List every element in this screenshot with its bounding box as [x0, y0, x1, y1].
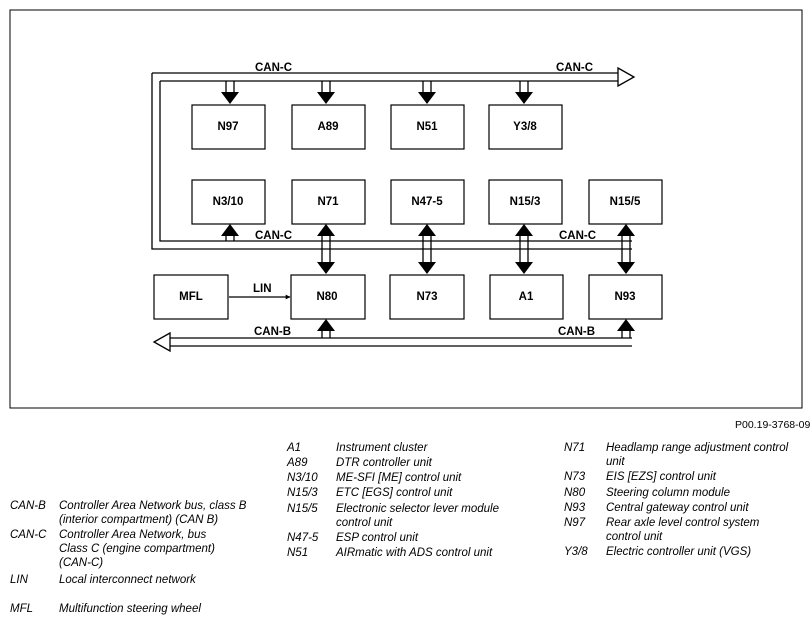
node-mfl: MFL [153, 274, 229, 320]
legend-desc: Electric controller unit (VGS) [606, 546, 752, 558]
legend-desc: ETC [EGS] control unit [336, 487, 453, 499]
node-a89: A89 [291, 104, 366, 150]
can-c-label-mid-right: CAN-C [559, 230, 596, 242]
can-b-label-right: CAN-B [558, 326, 595, 338]
svg-text:N15/3: N15/3 [510, 196, 541, 208]
legend-code: N15/3 [287, 487, 318, 499]
lin-label: LIN [253, 283, 272, 295]
can-c-top-bus [151, 66, 636, 250]
legend-entry-n73: N73 EIS [EZS] control unit [564, 470, 808, 484]
legend-desc: Rear axle level control system control u… [606, 517, 760, 543]
legend-code: CAN-B [10, 500, 46, 512]
legend-desc: Instrument cluster [336, 442, 428, 454]
node-a1: A1 [489, 274, 564, 320]
legend-desc: EIS [EZS] control unit [606, 471, 716, 483]
node-n3-10: N3/10 [191, 179, 266, 225]
can-b-label-left: CAN-B [254, 326, 291, 338]
legend-code: N71 [564, 442, 586, 454]
legend-desc: Steering column module [606, 487, 731, 499]
node-n80: N80 [290, 274, 366, 320]
legend-desc: Headlamp range adjustment control unit [606, 442, 789, 468]
legend-desc: Electronic selector lever module control… [336, 503, 499, 529]
figure-code: P00.19-3768-09 [735, 419, 811, 431]
legend-code: N97 [564, 517, 586, 529]
legend-code: N80 [564, 487, 586, 499]
legend-entry-a1: A1 Instrument cluster [287, 441, 557, 455]
legend-code: N47-5 [287, 532, 319, 544]
legend-code: N51 [287, 547, 309, 559]
legend-entry-n15-3: N15/3 ETC [EGS] control unit [287, 486, 557, 500]
legend-desc: ESP control unit [336, 532, 419, 544]
legend-entry-n80: N80 Steering column module [564, 486, 808, 500]
can-c-arrowhead [617, 66, 636, 88]
legend-entry-n51: N51 AIRmatic with ADS control unit [287, 546, 557, 560]
diagram-frame [9, 9, 803, 409]
can-c-label-top-right: CAN-C [556, 62, 593, 74]
node-n73: N73 [389, 274, 465, 320]
legend-entry-n93: N93 Central gateway control unit [564, 501, 808, 515]
node-y3-8: Y3/8 [488, 104, 563, 150]
can-c-label-mid-left: CAN-C [255, 230, 292, 242]
legend-code: A1 [287, 442, 302, 454]
legend-code: LIN [10, 574, 28, 586]
svg-text:A89: A89 [317, 121, 338, 133]
node-n97: N97 [191, 104, 266, 150]
svg-text:N47-5: N47-5 [411, 196, 443, 208]
network-diagram: N97 A89 N51 Y3/8 N3/10 N71 N47-5 N15/3 N… [9, 9, 803, 409]
legend-entry-n15-5: N15/5 Electronic selector lever module c… [287, 502, 557, 530]
legend-desc: Central gateway control unit [606, 502, 749, 514]
legend-entry-y3-8: Y3/8 Electric controller unit (VGS) [564, 545, 808, 559]
node-n51: N51 [390, 104, 465, 150]
legend-entry-a89: A89 DTR controller unit [287, 456, 557, 470]
svg-text:MFL: MFL [179, 291, 203, 303]
legend-entry-can-b: CAN-B Controller Area Network bus, class… [10, 499, 260, 529]
node-n15-3: N15/3 [488, 179, 563, 225]
svg-text:N80: N80 [316, 291, 337, 303]
legend-desc: AIRmatic with ADS control unit [336, 547, 493, 559]
legend-desc: Controller Area Network, bus Class C (en… [59, 529, 215, 569]
svg-text:N51: N51 [416, 121, 438, 133]
legend-entry-n97: N97 Rear axle level control system contr… [564, 516, 808, 544]
legend-entry-mfl: MFL Multifunction steering wheel [10, 602, 260, 616]
legend-desc: ME-SFI [ME] control unit [336, 472, 462, 484]
legend-code: N3/10 [287, 472, 318, 484]
svg-text:N71: N71 [317, 196, 339, 208]
node-n47-5: N47-5 [390, 179, 465, 225]
legend-entry-n47-5: N47-5 ESP control unit [287, 531, 557, 545]
can-c-label-top-left: CAN-C [255, 62, 292, 74]
svg-text:N93: N93 [614, 291, 635, 303]
can-b-bus [152, 319, 635, 353]
legend-entry-can-c: CAN-C Controller Area Network, bus Class… [10, 528, 260, 572]
svg-text:A1: A1 [519, 291, 534, 303]
node-n93: N93 [588, 274, 663, 320]
legend-code: Y3/8 [564, 546, 588, 558]
legend-desc: Local interconnect network [59, 574, 196, 586]
legend-entry-lin: LIN Local interconnect network [10, 573, 260, 587]
svg-text:N97: N97 [217, 121, 238, 133]
can-c-mid-connectors [221, 224, 635, 274]
legend-code: CAN-C [10, 529, 47, 541]
svg-text:Y3/8: Y3/8 [513, 121, 537, 133]
legend-code: N73 [564, 471, 586, 483]
legend-desc: Multifunction steering wheel [59, 603, 201, 615]
svg-text:N73: N73 [416, 291, 437, 303]
legend-code: A89 [287, 457, 308, 469]
legend-code: MFL [10, 603, 33, 615]
legend-code: N93 [564, 502, 586, 514]
can-c-drops [221, 81, 533, 104]
legend-entry-n3-10: N3/10 ME-SFI [ME] control unit [287, 471, 557, 485]
svg-text:N15/5: N15/5 [610, 196, 641, 208]
node-n15-5: N15/5 [588, 179, 663, 225]
legend-desc: Controller Area Network bus, class B (in… [59, 500, 247, 526]
legend-desc: DTR controller unit [336, 457, 432, 469]
svg-text:N3/10: N3/10 [213, 196, 244, 208]
legend-entry-n71: N71 Headlamp range adjustment control un… [564, 441, 808, 469]
legend-code: N15/5 [287, 503, 318, 515]
node-n71: N71 [291, 179, 366, 225]
